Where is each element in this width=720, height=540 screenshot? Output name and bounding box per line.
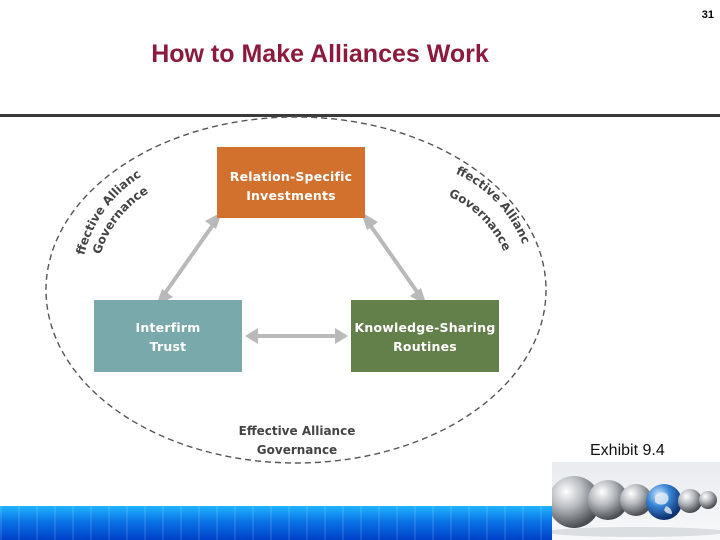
knowledge-box-line1: Knowledge-Sharing [354, 320, 495, 335]
relation-box-line2: Investments [246, 188, 336, 203]
slide-title: How to Make Alliances Work [151, 40, 489, 68]
knowledge-sharing-routines-box: Knowledge-Sharing Routines [351, 300, 499, 372]
ring-label-bottom-line2: Governance [257, 443, 337, 457]
knowledge-box-line2: Routines [393, 339, 457, 354]
arrow-relation-trust [156, 212, 222, 306]
governance-ring [45, 116, 547, 464]
page-number: 31 [701, 9, 714, 21]
footer-bar [0, 506, 552, 540]
ring-label-bottom-line1: Effective Alliance [239, 424, 356, 438]
title-divider [0, 114, 720, 117]
arrow-trust-knowledge [245, 328, 348, 344]
exhibit-label: Exhibit 9.4 [590, 442, 665, 459]
trust-box-line1: Interfirm [136, 320, 201, 335]
interfirm-trust-box: Interfirm Trust [94, 300, 242, 372]
arrow-relation-knowledge [361, 212, 427, 306]
relation-box-line1: Relation-Specific [230, 169, 352, 184]
trust-box-line2: Trust [150, 339, 187, 354]
relation-specific-investments-box: Relation-Specific Investments [217, 147, 365, 218]
globe-among-silver-spheres-icon [552, 462, 720, 540]
